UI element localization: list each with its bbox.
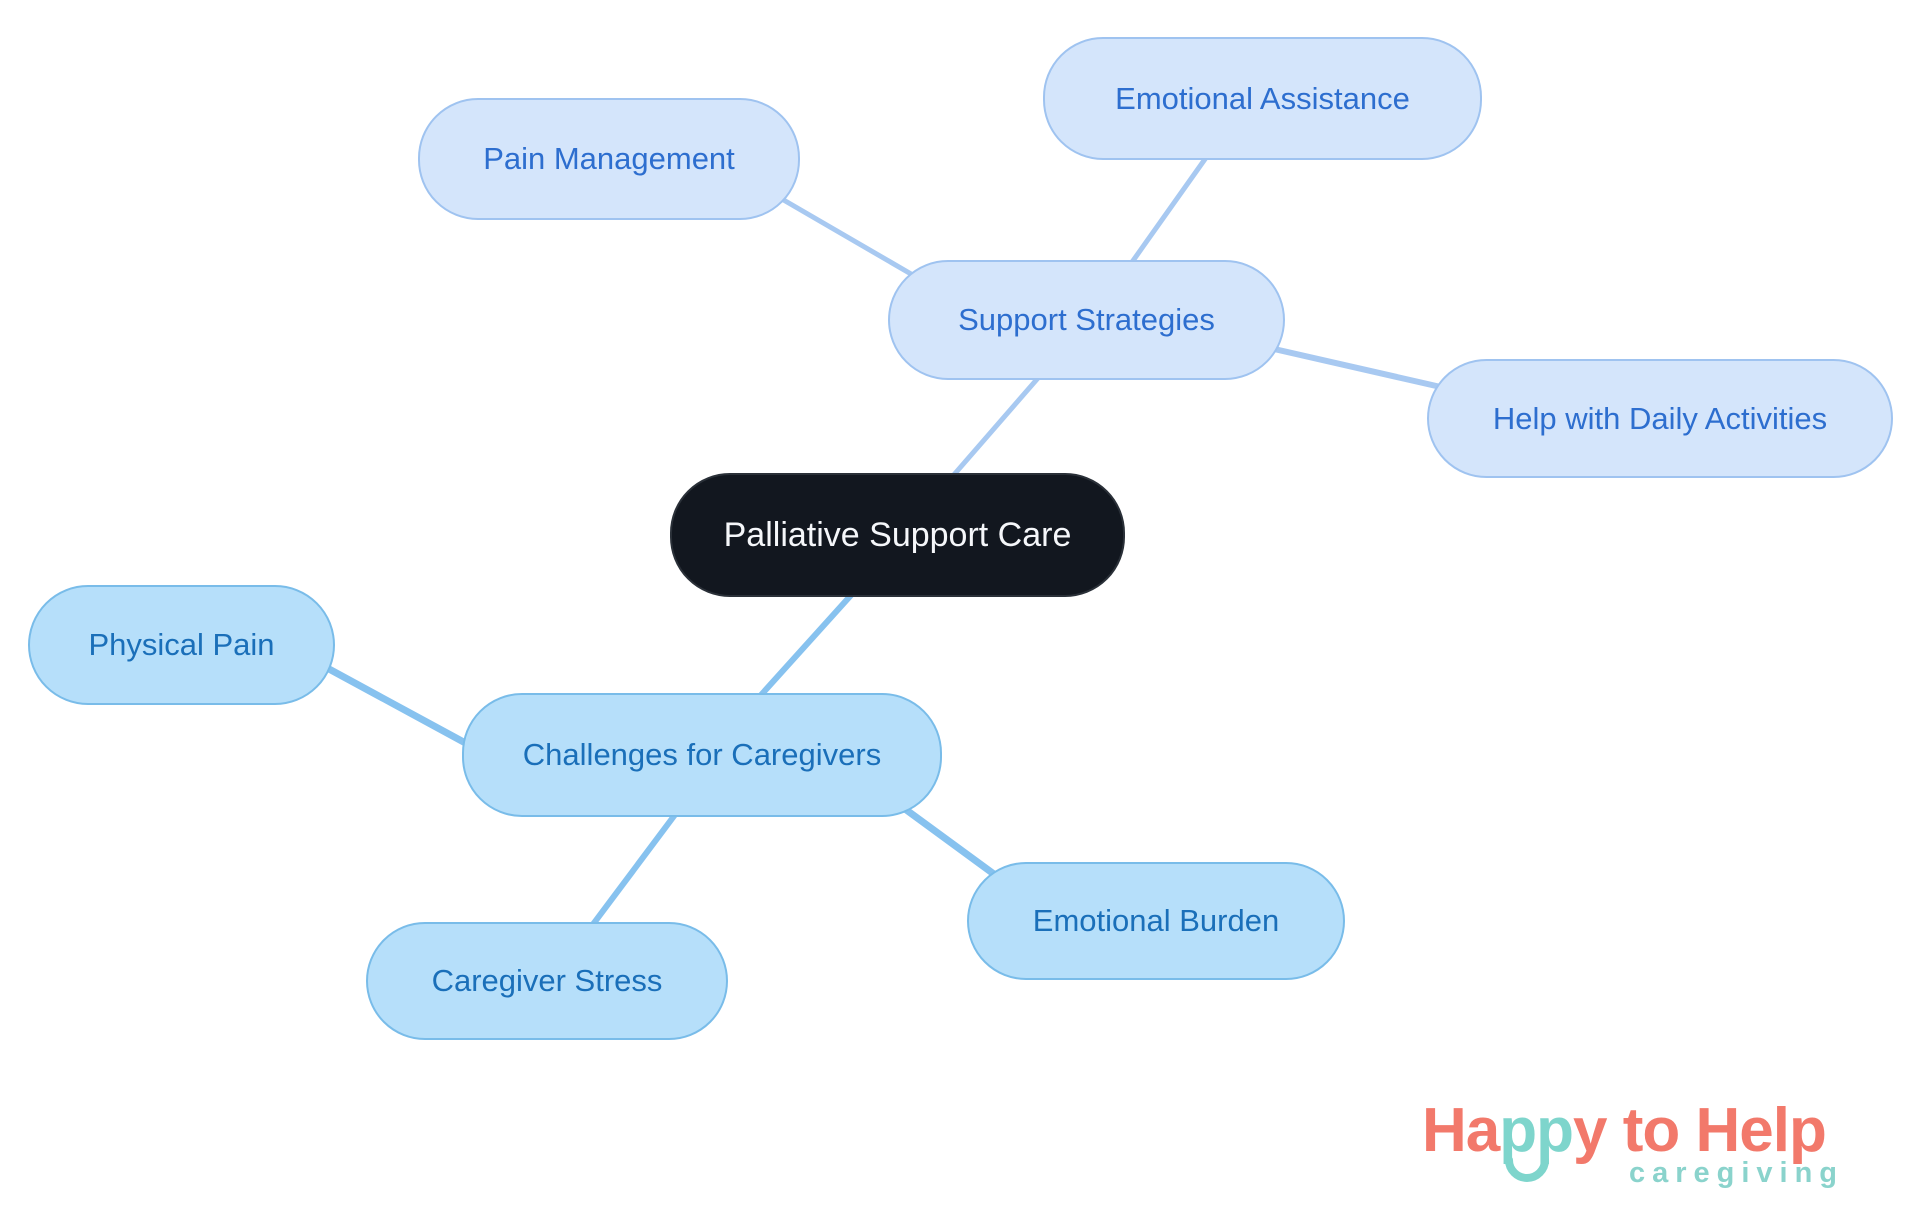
edge-root-challenges [749, 580, 865, 708]
node-challenges-for-caregivers: Challenges for Caregivers [462, 693, 942, 817]
edge-emotional-burden [886, 794, 1006, 884]
node-label: Help with Daily Activities [1492, 400, 1828, 436]
edge-physical-pain [314, 659, 486, 756]
node-label: Physical Pain [88, 627, 275, 662]
node-help-with-daily-activities: Help with Daily Activities [1427, 359, 1893, 478]
edge-pain-management [772, 192, 933, 288]
edge-root-support [942, 367, 1048, 488]
node-support-strategies: Support Strategies [888, 260, 1285, 380]
node-label: Support Strategies [958, 302, 1215, 337]
logo-wordmark-smile-letters: pp [1499, 1096, 1574, 1182]
node-label: Emotional Burden [1032, 903, 1280, 938]
node-label: Emotional Assistance [1115, 80, 1410, 116]
logo-wordmark-part: y [1573, 1096, 1607, 1165]
logo-wordmark-part: to Help [1606, 1096, 1827, 1165]
logo-wordmark-part: pp [1499, 1096, 1574, 1165]
node-emotional-burden: Emotional Burden [967, 862, 1345, 980]
node-physical-pain: Physical Pain [28, 585, 335, 705]
edge-help-daily-activities [1267, 345, 1448, 391]
logo-wordmark-part: Ha [1422, 1096, 1500, 1165]
edge-emotional-assistance [1122, 142, 1218, 275]
node-label: Palliative Support Care [723, 515, 1072, 554]
node-caregiver-stress: Caregiver Stress [366, 922, 728, 1040]
smile-icon [1505, 1156, 1550, 1182]
node-label: Caregiver Stress [431, 963, 663, 998]
node-label: Challenges for Caregivers [522, 737, 882, 772]
node-pain-management: Pain Management [418, 98, 800, 220]
node-label: Pain Management [483, 141, 735, 176]
node-root-palliative-support-care: Palliative Support Care [670, 473, 1125, 597]
logo-tagline: caregiving [1628, 1157, 1844, 1190]
node-emotional-assistance: Emotional Assistance [1043, 37, 1482, 160]
edge-caregiver-stress [582, 805, 683, 938]
